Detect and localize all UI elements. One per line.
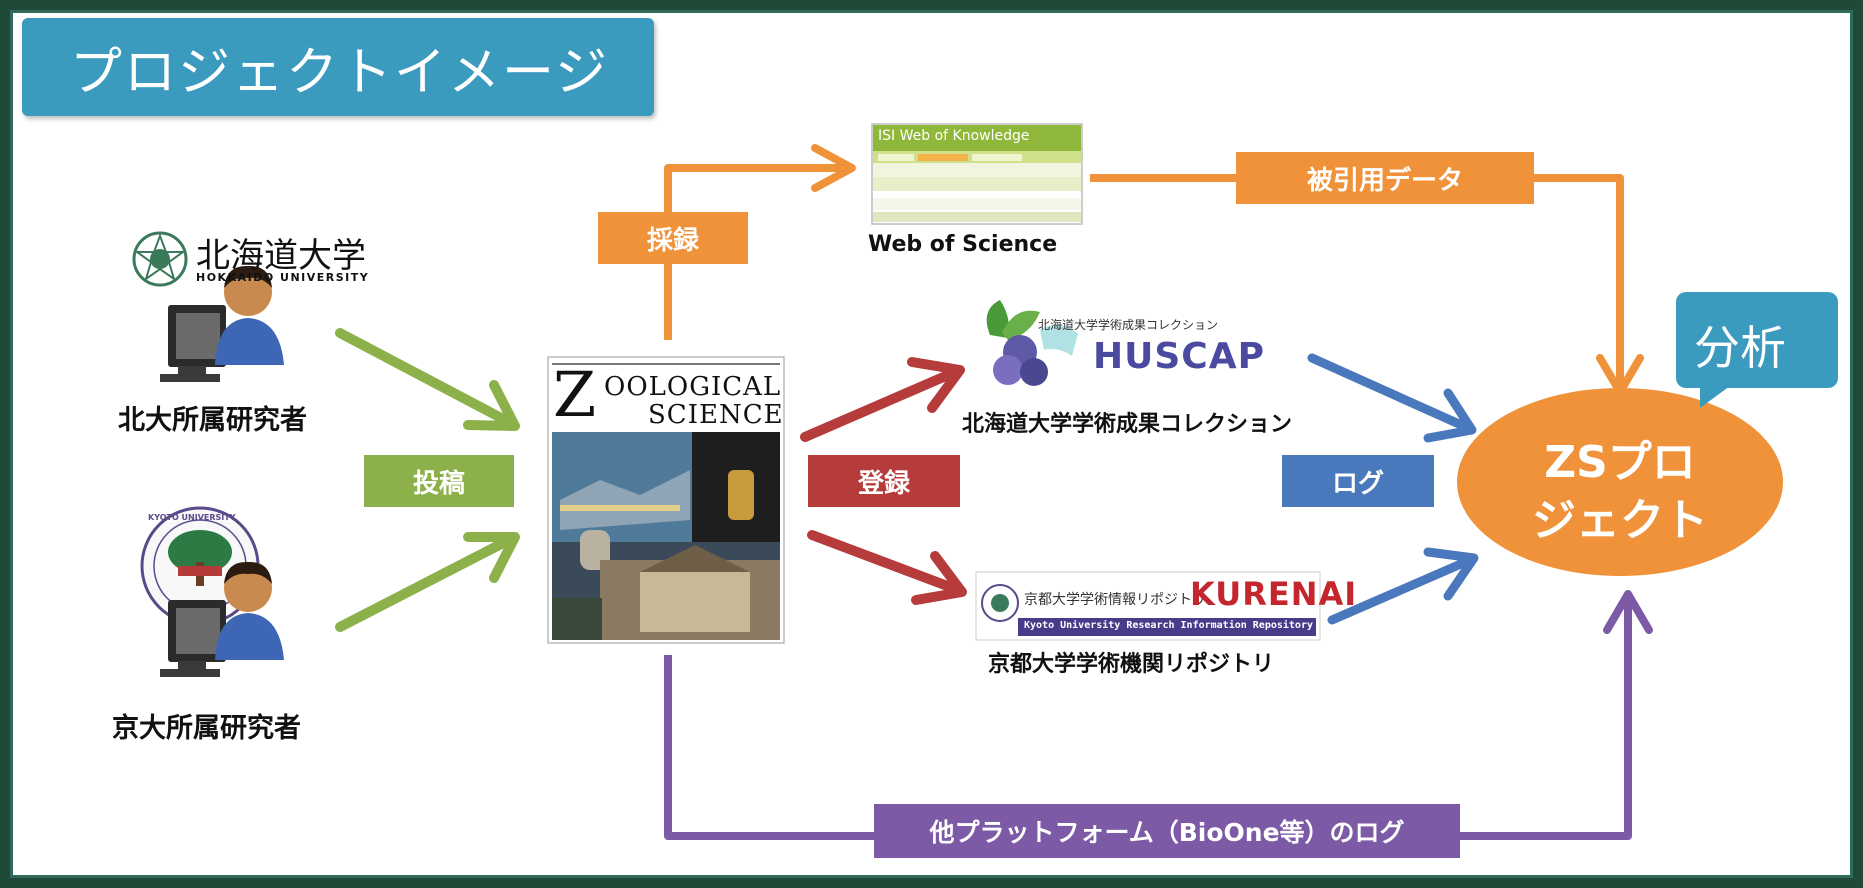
researcher-hokudai-icon: [160, 265, 284, 382]
cited-data-tag: 被引用データ: [1236, 152, 1534, 204]
wos-screenshot-title: ISI Web of Knowledge: [878, 128, 1030, 144]
huscap-name: HUSCAP: [1093, 336, 1265, 377]
journal-title-initial: Z: [553, 358, 597, 431]
hokudai-logo-icon: [132, 231, 188, 287]
page-title: プロジェクトイメージ: [22, 18, 654, 116]
journal-title-line2: SCIENCE: [648, 400, 784, 430]
huscap-caption: 北海道大学学術成果コレクション: [962, 412, 1293, 437]
researcher-kyodai-icon: [160, 561, 284, 677]
hokudai-researcher-label: 北大所属研究者: [118, 405, 307, 436]
analysis-bubble: [1676, 292, 1838, 408]
log-arrow-top: [1307, 353, 1477, 443]
submit-arrow-top: [335, 328, 520, 431]
journal-cover-image: [547, 356, 785, 644]
wos-screenshot-image: [871, 123, 1083, 225]
zs-label-line1: ZSプロ: [1544, 437, 1696, 488]
huscap-org-text: 北海道大学学術成果コレクション: [1038, 318, 1219, 332]
kurenai-name: KURENAI: [1190, 575, 1358, 613]
hokudai-logo-subtext: HOKKAIDO UNIVERSITY: [196, 271, 370, 284]
kurenai-caption: 京都大学学術機関リポジトリ: [988, 652, 1275, 677]
other-platform-log-tag: 他プラットフォーム（BioOne等）のログ: [874, 804, 1460, 858]
wos-caption: Web of Science: [868, 232, 1058, 257]
register-tag: 登録: [808, 455, 960, 507]
register-arrow-bottom: [807, 530, 967, 605]
log-arrow-bottom: [1327, 547, 1479, 625]
zs-project-node: [1457, 388, 1783, 576]
kurenai-logo-icon: [975, 571, 1321, 641]
kurenai-subtext: Kyoto University Research Information Re…: [1024, 620, 1313, 631]
submit-tag: 投稿: [364, 455, 514, 507]
journal-title-line1: OOLOGICAL: [604, 372, 782, 402]
log-tag: ログ: [1282, 455, 1434, 507]
zs-label-line2: ジェクト: [1532, 495, 1708, 546]
kurenai-org-text: 京都大学学術情報リポジトリ: [1024, 592, 1206, 608]
kyodai-seal-text: KYOTO UNIVERSITY: [148, 513, 236, 522]
analysis-label: 分析: [1694, 321, 1786, 375]
adopt-arrow: [664, 144, 856, 340]
register-arrow-top: [800, 357, 965, 442]
huscap-logo-icon: [986, 300, 1078, 386]
adopt-tag: 採録: [598, 212, 748, 264]
kyodai-researcher-label: 京大所属研究者: [112, 713, 301, 744]
submit-arrow-bottom: [335, 532, 520, 632]
hokudai-logo-text: 北海道大学: [196, 236, 366, 276]
